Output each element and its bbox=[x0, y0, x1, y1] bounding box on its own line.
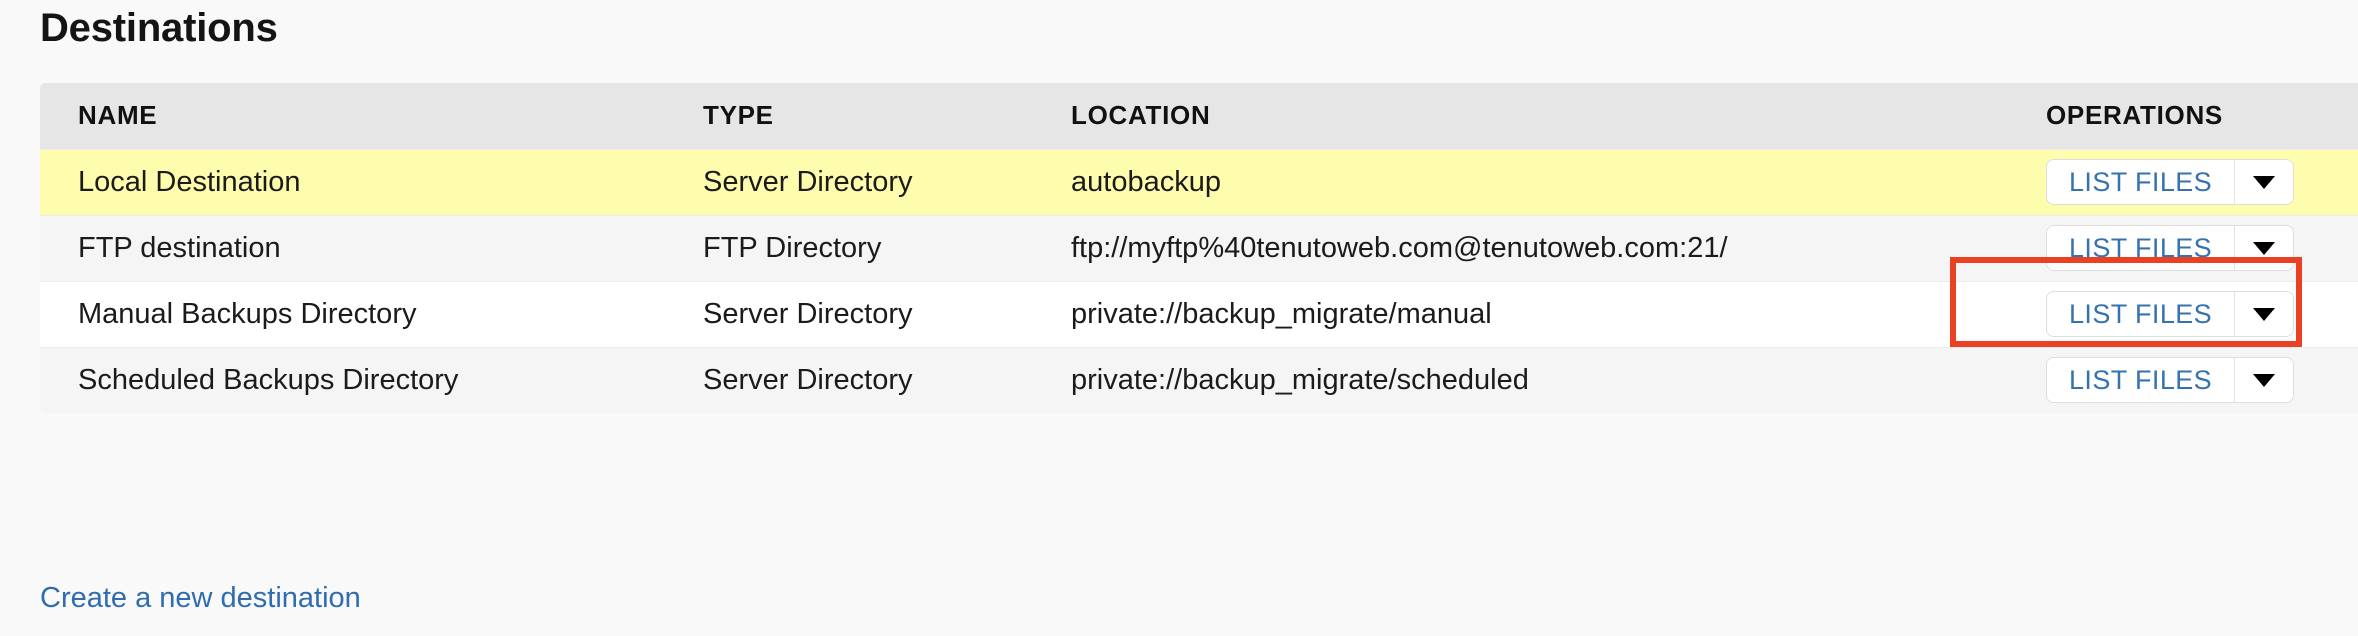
chevron-down-icon bbox=[2253, 175, 2276, 189]
cell-destination-location: ftp://myftp%40tenutoweb.com@tenutoweb.co… bbox=[1071, 214, 2046, 281]
table-body: Local Destination Server Directory autob… bbox=[40, 148, 2358, 413]
cell-destination-type: Server Directory bbox=[703, 148, 1071, 215]
column-header-type: TYPE bbox=[703, 83, 1071, 149]
cell-destination-name: Local Destination bbox=[40, 148, 703, 215]
column-header-name: NAME bbox=[40, 83, 703, 149]
list-files-button[interactable]: LIST FILES bbox=[2047, 292, 2236, 336]
destinations-table: NAME TYPE LOCATION OPERATIONS Local Dest… bbox=[40, 83, 2358, 413]
cell-destination-name: Scheduled Backups Directory bbox=[40, 346, 703, 413]
cell-operations: LIST FILES bbox=[2046, 280, 2358, 347]
table-header: NAME TYPE LOCATION OPERATIONS bbox=[40, 83, 2358, 149]
page-title: Destinations bbox=[40, 6, 278, 50]
cell-destination-type: FTP Directory bbox=[703, 214, 1071, 281]
cell-destination-name: Manual Backups Directory bbox=[40, 280, 703, 347]
cell-operations: LIST FILES bbox=[2046, 214, 2358, 281]
list-files-dropdown-toggle[interactable] bbox=[2235, 160, 2294, 204]
cell-destination-location: private://backup_migrate/scheduled bbox=[1071, 346, 2046, 413]
list-files-button-group[interactable]: LIST FILES bbox=[2046, 225, 2295, 271]
cell-operations: LIST FILES bbox=[2046, 346, 2358, 413]
list-files-button-group[interactable]: LIST FILES bbox=[2046, 357, 2295, 404]
table-header-row: NAME TYPE LOCATION OPERATIONS bbox=[40, 83, 2358, 149]
cell-destination-type: Server Directory bbox=[703, 280, 1071, 347]
chevron-down-icon bbox=[2253, 373, 2276, 387]
chevron-down-icon bbox=[2253, 307, 2276, 321]
list-files-dropdown-toggle[interactable] bbox=[2235, 226, 2294, 270]
list-files-dropdown-toggle[interactable] bbox=[2235, 358, 2294, 403]
cell-operations: LIST FILES bbox=[2046, 148, 2358, 215]
list-files-dropdown-toggle[interactable] bbox=[2235, 292, 2294, 336]
list-files-button-group[interactable]: LIST FILES bbox=[2046, 159, 2295, 205]
cell-destination-location: autobackup bbox=[1071, 148, 2046, 215]
create-new-destination-link[interactable]: Create a new destination bbox=[40, 582, 361, 614]
cell-destination-location: private://backup_migrate/manual bbox=[1071, 280, 2046, 347]
cell-destination-type: Server Directory bbox=[703, 346, 1071, 413]
table-row[interactable]: FTP destination FTP Directory ftp://myft… bbox=[40, 214, 2358, 281]
column-header-operations: OPERATIONS bbox=[2046, 83, 2358, 149]
list-files-button[interactable]: LIST FILES bbox=[2047, 226, 2236, 270]
list-files-button[interactable]: LIST FILES bbox=[2047, 358, 2236, 403]
column-header-location: LOCATION bbox=[1071, 83, 2046, 149]
chevron-down-icon bbox=[2253, 241, 2276, 255]
cell-destination-name: FTP destination bbox=[40, 214, 703, 281]
table-row[interactable]: Manual Backups Directory Server Director… bbox=[40, 280, 2358, 347]
list-files-button[interactable]: LIST FILES bbox=[2047, 160, 2236, 204]
table-row[interactable]: Local Destination Server Directory autob… bbox=[40, 148, 2358, 215]
list-files-button-group[interactable]: LIST FILES bbox=[2046, 291, 2295, 337]
table-row[interactable]: Scheduled Backups Directory Server Direc… bbox=[40, 346, 2358, 413]
